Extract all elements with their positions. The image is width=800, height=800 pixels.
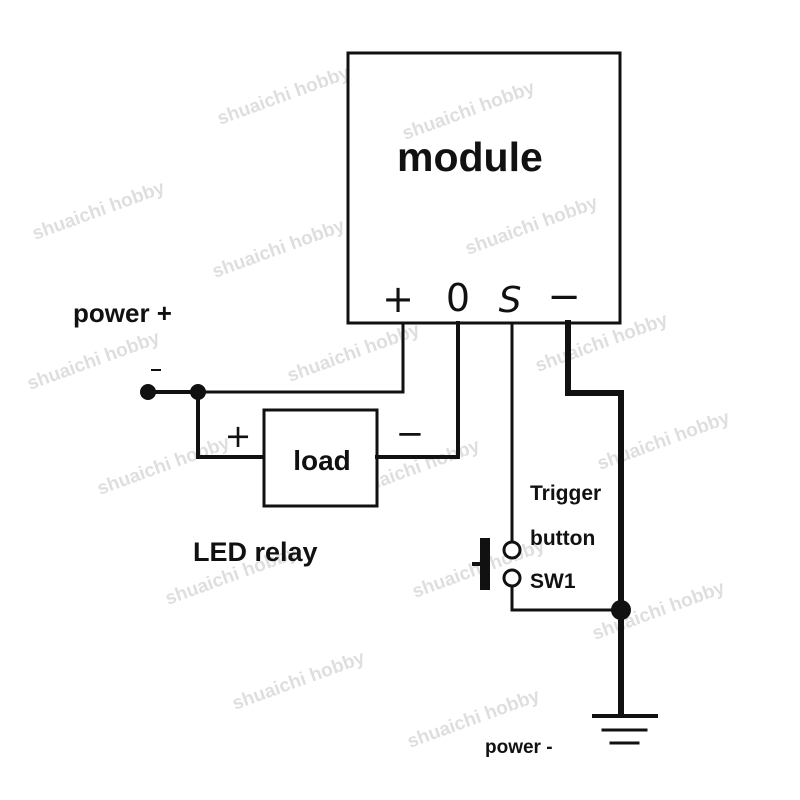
trigger-label-line3: SW1 — [530, 570, 576, 593]
watermark: shuaichi hobby — [410, 535, 549, 603]
power-plus-label: power + — [73, 298, 172, 328]
led-relay-label: LED relay — [193, 537, 318, 567]
wire-switch-ground — [510, 584, 623, 612]
power-minus-label: power - — [485, 737, 553, 758]
terminal-plus: + — [382, 277, 414, 321]
ground-junction-node — [611, 600, 631, 620]
watermark: shuaichi hobby — [463, 192, 602, 260]
module-box — [346, 51, 622, 325]
watermark: shuaichi hobby — [215, 62, 354, 130]
watermark: shuaichi hobby — [595, 407, 734, 475]
terminal-minus: − — [547, 274, 581, 320]
switch-contact-bottom — [502, 568, 522, 588]
wire-minus — [565, 320, 624, 718]
load-label: load — [293, 445, 351, 476]
terminal-signal: S — [499, 280, 522, 321]
watermark: shuaichi hobby — [30, 177, 169, 245]
wire-plus — [196, 321, 405, 394]
load-box — [262, 408, 379, 508]
watermarks: shuaichi hobby shuaichi hobby shuaichi h… — [25, 62, 734, 753]
watermark: shuaichi hobby — [95, 432, 234, 500]
switch-contact-top — [502, 540, 522, 560]
load-minus-sign: − — [396, 414, 425, 454]
watermark: shuaichi hobby — [230, 647, 369, 715]
watermark: shuaichi hobby — [210, 215, 349, 283]
watermark: shuaichi hobby — [25, 327, 164, 395]
wire-load-plus — [196, 390, 266, 459]
input-terminal — [140, 384, 156, 400]
trigger-label-line2: button — [530, 527, 595, 550]
load-plus-sign: + — [225, 417, 252, 455]
trigger-label-line1: Trigger — [530, 482, 601, 505]
switch-actuator — [480, 538, 490, 590]
wire-zero — [375, 321, 460, 459]
module-title: module — [397, 134, 543, 180]
terminal-zero: 0 — [446, 276, 470, 320]
